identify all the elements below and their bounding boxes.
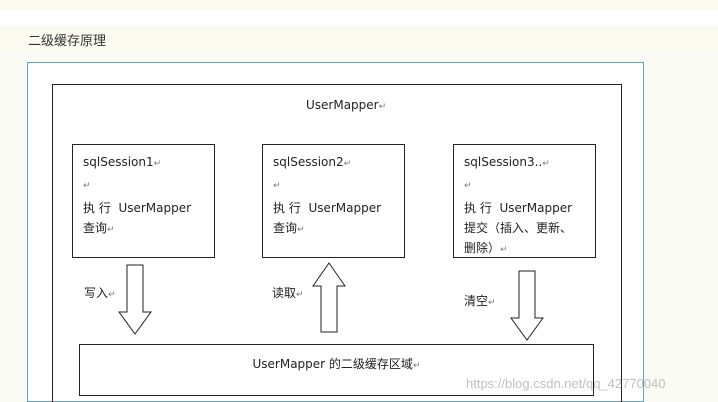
heading-bar: 二级缓存原理: [0, 26, 718, 50]
section-heading: 二级缓存原理: [28, 34, 107, 49]
cache-label: UserMapper 的二级缓存区域↵: [252, 357, 421, 371]
session-3-blank: ↵: [464, 181, 472, 191]
session-1-line-2: 查询↵: [83, 221, 115, 235]
session-2-name: sqlSession2↵: [273, 155, 352, 169]
outer-label: UserMapper↵: [306, 98, 387, 112]
second-level-cache-box: UserMapper 的二级缓存区域↵: [79, 344, 594, 396]
arrow-down-clear-icon: [510, 270, 544, 341]
session-1-blank: ↵: [83, 181, 91, 191]
session-1-line-1: 执 行 UserMapper: [83, 201, 192, 215]
arrow-up-read-icon: [312, 262, 346, 333]
session-box-3: sqlSession3..↵ ↵ 执 行 UserMapper 提交（插入、更新…: [453, 144, 596, 258]
session-box-2: sqlSession2↵ ↵ 执 行 UserMapper 查询↵: [262, 144, 405, 258]
top-strip: [0, 0, 718, 10]
session-3-line-2: 提交（插入、更新、: [464, 221, 573, 235]
session-3-name: sqlSession3..↵: [464, 155, 550, 169]
session-2-line-2: 查询↵: [273, 221, 305, 235]
session-box-1: sqlSession1↵ ↵ 执 行 UserMapper 查询↵: [72, 144, 215, 258]
session-3-line-3: 删除）↵: [464, 241, 508, 255]
watermark: https://blog.csdn.net/qq_42770040: [466, 376, 666, 391]
usermapper-outer-box: [52, 84, 622, 402]
action-label-clear: 清空↵: [464, 294, 496, 308]
action-label-read: 读取↵: [272, 286, 304, 300]
session-1-name: sqlSession1↵: [83, 155, 162, 169]
session-3-line-1: 执 行 UserMapper: [464, 201, 573, 215]
session-2-blank: ↵: [273, 181, 281, 191]
arrow-down-write-icon: [118, 264, 152, 335]
session-2-line-1: 执 行 UserMapper: [273, 201, 382, 215]
action-label-write: 写入↵: [84, 286, 116, 300]
